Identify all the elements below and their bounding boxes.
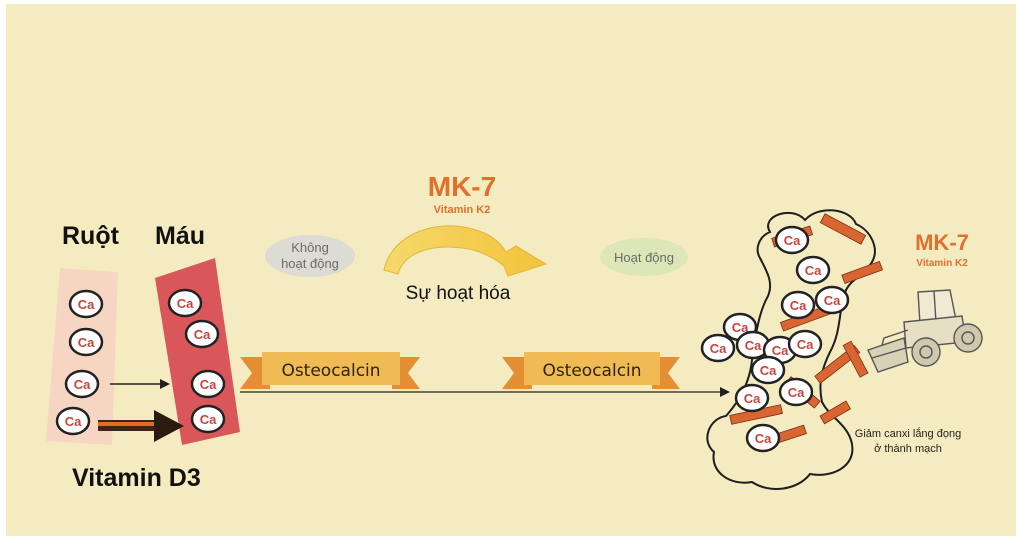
osteocalcin-ribbon-left: Osteocalcin xyxy=(240,352,420,389)
caption-line2: ở thành mạch xyxy=(874,443,942,455)
osteocalcin-ribbon-right: Osteocalcin xyxy=(502,352,680,389)
calcium-ion-icon: Ca xyxy=(184,319,220,349)
calcium-label: Ca xyxy=(200,412,217,427)
calcium-label: Ca xyxy=(824,293,841,308)
thick-arrow xyxy=(98,410,184,442)
calcium-label: Ca xyxy=(194,327,211,342)
calcium-label: Ca xyxy=(797,337,814,352)
osteocalcin-left-label: Osteocalcin xyxy=(281,361,380,381)
calcium-ion-icon: Ca xyxy=(68,327,104,357)
calcium-label: Ca xyxy=(200,377,217,392)
calcium-ion-icon: Ca xyxy=(68,289,104,319)
mk7-subtitle: Vitamin K2 xyxy=(434,204,491,216)
active-oval: Hoạt động xyxy=(600,238,688,276)
bulldozer-icon xyxy=(867,289,983,373)
calcium-ion-icon: Ca xyxy=(787,329,823,359)
calcium-ion-icon: Ca xyxy=(778,377,814,407)
active-label: Hoạt động xyxy=(614,250,674,265)
calcium-label: Ca xyxy=(65,414,82,429)
calcium-ion-icon: Ca xyxy=(55,406,91,436)
calcium-label: Ca xyxy=(78,335,95,350)
bone-icon xyxy=(706,209,884,490)
calcium-ion-icon: Ca xyxy=(190,404,226,434)
osteocalcin-right-label: Osteocalcin xyxy=(542,361,641,381)
calcium-label: Ca xyxy=(177,296,194,311)
calcium-label: Ca xyxy=(760,363,777,378)
curved-arrow-icon xyxy=(383,225,548,277)
calcium-ion-icon: Ca xyxy=(780,290,816,320)
calcium-ion-icon: Ca xyxy=(814,285,850,315)
inactive-label-line2: hoạt động xyxy=(281,256,339,271)
calcium-label: Ca xyxy=(788,385,805,400)
intestine-label: Ruột xyxy=(62,222,120,250)
vitamin-d3-label: Vitamin D3 xyxy=(72,464,201,492)
calcium-ion-icon: Ca xyxy=(190,369,226,399)
calcium-ion-icon: Ca xyxy=(750,355,786,385)
activation-label: Sự hoạt hóa xyxy=(406,283,511,304)
calcium-ion-icon: Ca xyxy=(795,255,831,285)
mk7-right-subtitle: Vitamin K2 xyxy=(916,258,968,269)
inactive-oval: Không hoạt động xyxy=(265,235,355,277)
calcium-label: Ca xyxy=(710,341,727,356)
blood-label: Máu xyxy=(155,222,205,250)
calcium-ion-icon: Ca xyxy=(167,288,203,318)
mk7-right-title: MK-7 xyxy=(915,230,969,255)
calcium-label: Ca xyxy=(732,320,749,335)
calcium-label: Ca xyxy=(744,391,761,406)
calcium-label: Ca xyxy=(74,377,91,392)
calcium-ion-icon: Ca xyxy=(700,333,736,363)
calcium-ion-icon: Ca xyxy=(745,423,781,453)
calcium-label: Ca xyxy=(805,263,822,278)
calcium-ion-icon: Ca xyxy=(734,383,770,413)
calcium-label: Ca xyxy=(78,297,95,312)
calcium-ion-icon: Ca xyxy=(64,369,100,399)
calcium-label: Ca xyxy=(745,338,762,353)
caption-line1: Giảm canxi lắng đọng xyxy=(855,427,961,440)
calcium-ion-icon: Ca xyxy=(722,312,758,342)
inactive-label-line1: Không xyxy=(291,240,329,255)
calcium-label: Ca xyxy=(790,298,807,313)
calcium-label: Ca xyxy=(784,233,801,248)
mk7-title: MK-7 xyxy=(428,171,496,202)
calcium-label: Ca xyxy=(772,343,789,358)
calcium-ion-icon: Ca xyxy=(774,225,810,255)
calcium-label: Ca xyxy=(755,431,772,446)
